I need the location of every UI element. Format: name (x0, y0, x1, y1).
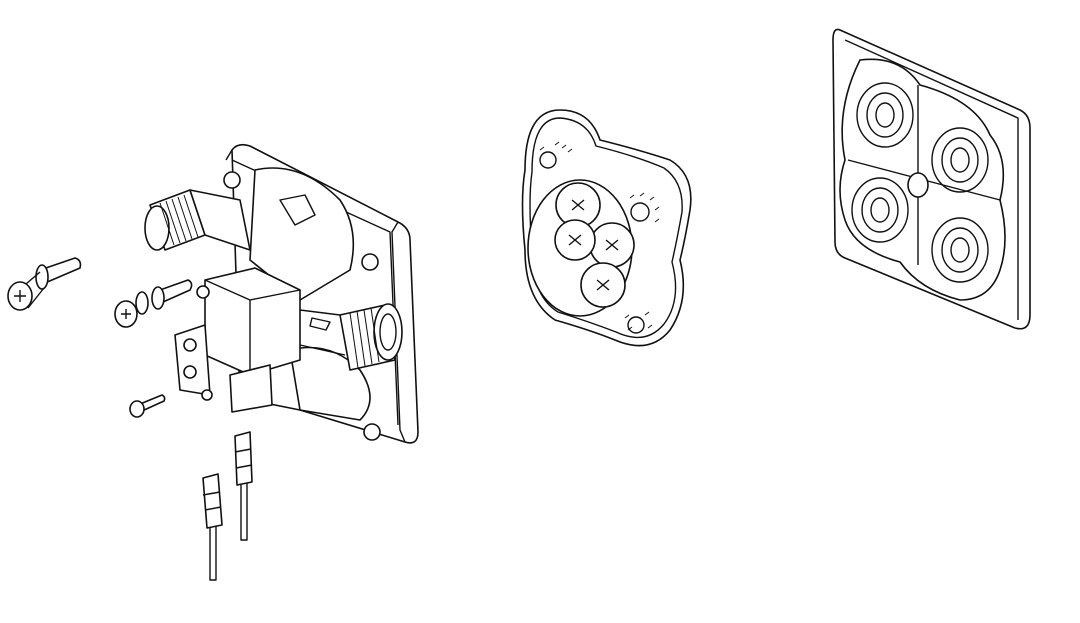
valve-body-assembly (144, 143, 419, 444)
screw-with-washer (114, 279, 193, 328)
wire-connector-right (234, 431, 253, 541)
screw-small (129, 394, 166, 418)
screw-long (7, 257, 82, 311)
seal-plate (832, 28, 1031, 330)
wire-connector-left (202, 473, 223, 581)
rotor-disc (521, 109, 692, 347)
